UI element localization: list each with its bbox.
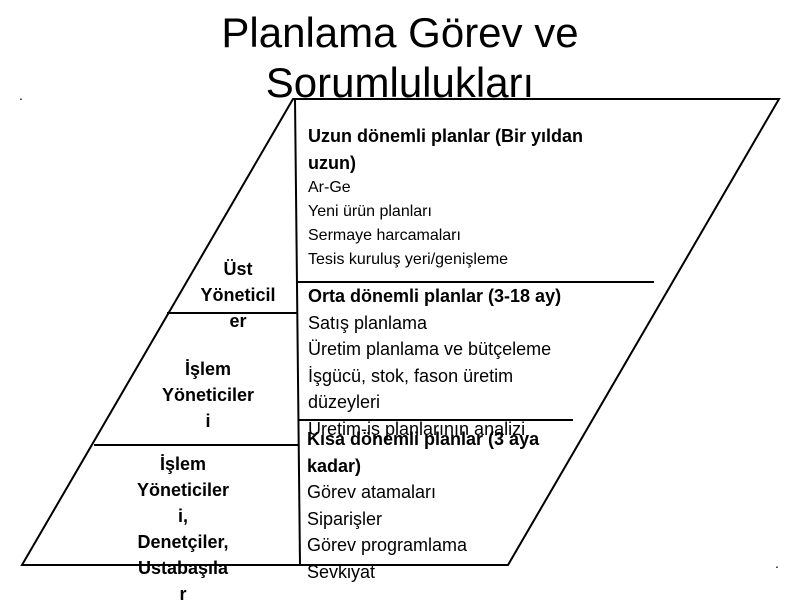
label-supervisors: İşlem Yöneticiler i, Denetçiler, Ustabaş… [113,451,253,607]
level-item: Görev atamaları [307,482,437,502]
level-item: Satış planlama [308,312,428,333]
level-item: Üretim-iş planlarının analizi [308,418,526,439]
label-line: er [229,311,247,331]
label-line: Üst [223,259,253,279]
level-item: Görev programlama [307,535,468,555]
bullet-marker-left: . [19,87,23,103]
label-line: Yöneticiler [161,385,255,405]
level-item: Ar-Ge [308,179,351,196]
label-top-managers: Üst Yöneticil er [183,256,293,334]
page-title: Planlama Görev ve Sorumlulukları [0,8,800,108]
level-heading: Uzun dönemli planlar (Bir yıldan [308,126,584,146]
level-heading: uzun) [308,152,356,173]
label-operations-managers: İşlem Yöneticiler i [143,356,273,434]
level-item: Sermaye harcamaları [308,227,461,244]
level-heading: kadar) [307,455,362,476]
label-line: r [179,584,187,604]
level-short-term: Kısa dönemli planlar (3 aya kadar) Görev… [307,426,539,585]
label-line: Yöneticil [200,285,276,305]
divider-vertical [294,98,301,566]
title-line-1: Planlama Görev ve [221,9,579,56]
level-item: Sevkiyat [307,561,376,582]
level-item: Yeni ürün planları [308,203,432,220]
label-line: Ustabaşıla [137,558,229,578]
label-line: Denetçiler, [137,532,229,552]
label-line: İşlem [159,454,207,474]
level-item: Siparişler [307,508,383,529]
level-item: İşgücü, stok, fason üretim [308,365,514,386]
label-line: Yöneticiler [136,480,230,500]
level-mid-term: Orta dönemli planlar (3-18 ay) Satış pla… [308,283,561,442]
level-heading: Kısa dönemli planlar (3 aya [307,429,540,449]
level-heading: Orta dönemli planlar (3-18 ay) [308,286,562,306]
level-item: düzeyleri [308,392,381,412]
label-line: İşlem [184,359,232,379]
label-line: i, [177,506,188,526]
level-item: Tesis kuruluş yeri/genişleme [308,251,509,268]
parallelogram-outline [20,98,781,566]
level-long-term: Uzun dönemli planlar (Bir yıldan uzun) A… [308,123,583,272]
label-line: i [205,411,211,431]
bullet-marker-right: . [775,555,779,571]
level-item: Üretim planlama ve bütçeleme [308,339,552,359]
